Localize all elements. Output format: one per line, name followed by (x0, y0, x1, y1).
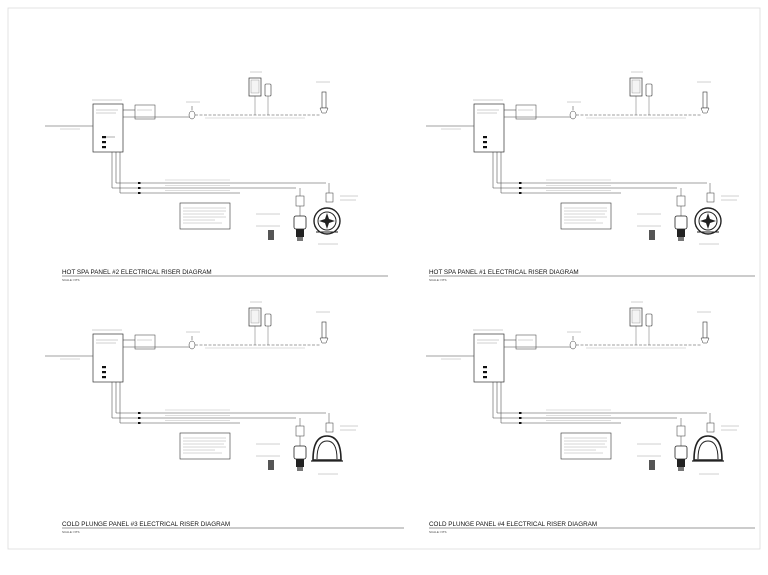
title-block-cold-plunge-3: COLD PLUNGE PANEL #3 ELECTRICAL RISER DI… (62, 521, 404, 534)
diagram-title: COLD PLUNGE PANEL #3 ELECTRICAL RISER DI… (62, 521, 230, 528)
diagram-hot-spa-panel-1 (426, 71, 739, 245)
control-panel (92, 103, 124, 153)
diagram-cold-plunge-panel-4 (426, 301, 739, 475)
phone-icon (264, 83, 272, 97)
filter-pump-icon (293, 215, 307, 241)
diagram-title: COLD PLUNGE PANEL #4 ELECTRICAL RISER DI… (429, 521, 597, 528)
diagram-scale: SCALE: NTS (429, 530, 447, 534)
diagram-title: HOT SPA PANEL #2 ELECTRICAL RISER DIAGRA… (62, 269, 212, 276)
temperature-sensor-icon (188, 106, 196, 120)
diagram-scale: SCALE: NTS (429, 278, 447, 282)
title-block-hot-spa-1: HOT SPA PANEL #1 ELECTRICAL RISER DIAGRA… (429, 269, 755, 282)
notes-box (179, 202, 231, 230)
sensor-probe-icon (319, 91, 329, 114)
tablet-icon (248, 77, 262, 97)
title-block-cold-plunge-4: COLD PLUNGE PANEL #4 ELECTRICAL RISER DI… (429, 521, 755, 534)
chiller-tub-icon (311, 435, 343, 462)
title-block-hot-spa-2: HOT SPA PANEL #2 ELECTRICAL RISER DIAGRA… (62, 269, 388, 282)
diagram-hot-spa-panel-2 (45, 71, 358, 245)
diagram-scale: SCALE: NTS (62, 278, 80, 282)
diagram-cold-plunge-panel-3 (45, 301, 358, 475)
heater-icon (313, 207, 341, 235)
diagram-title: HOT SPA PANEL #1 ELECTRICAL RISER DIAGRA… (429, 269, 579, 276)
diagram-scale: SCALE: NTS (62, 530, 80, 534)
